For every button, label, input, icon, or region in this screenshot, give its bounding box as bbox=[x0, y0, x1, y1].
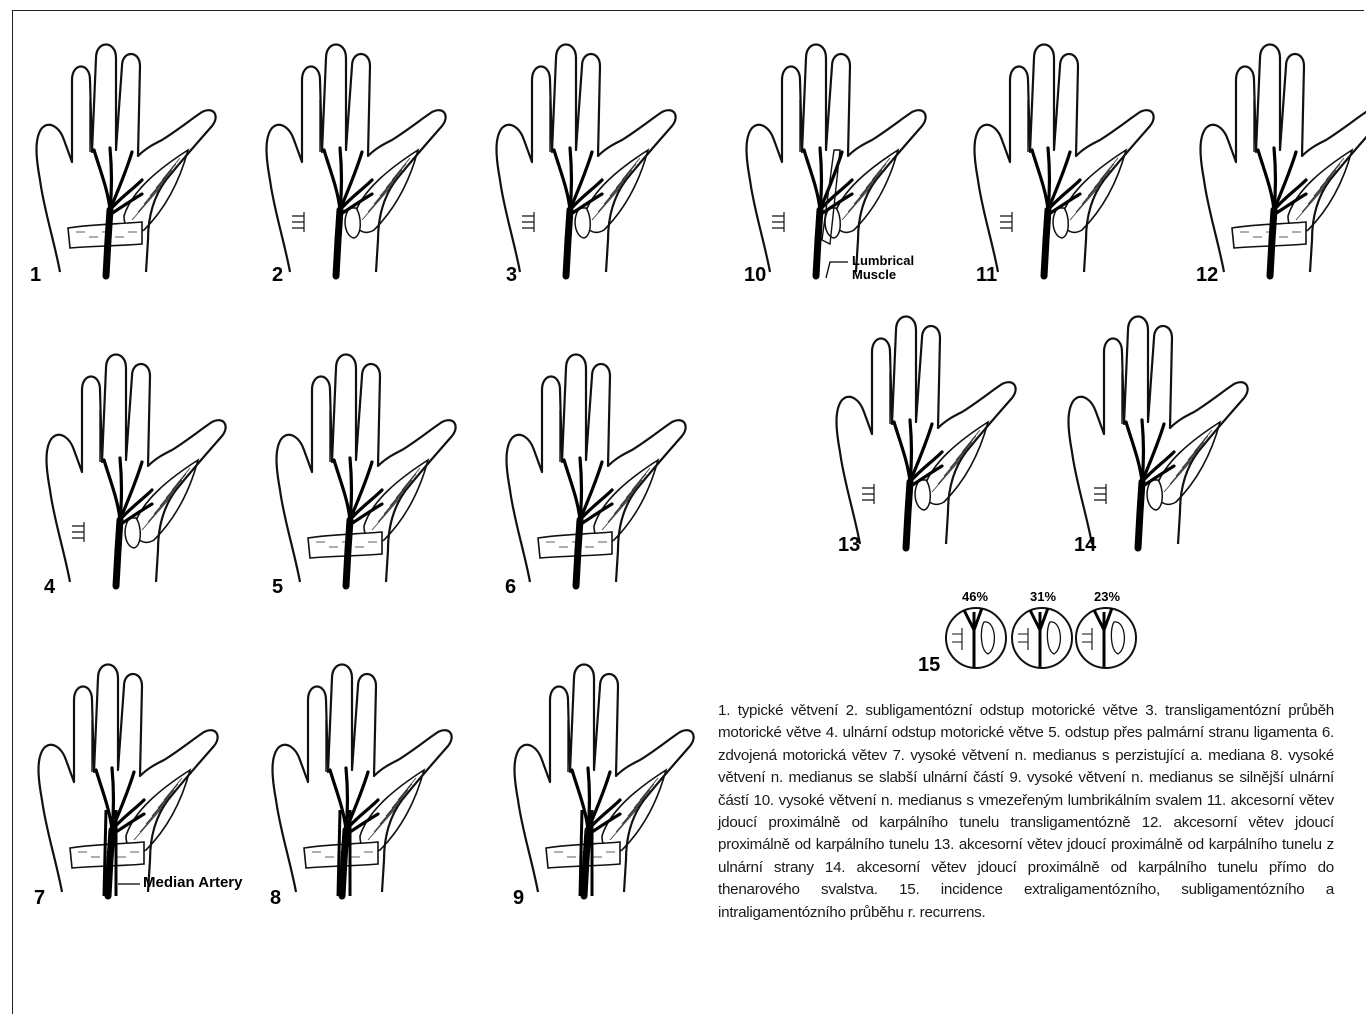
incidence-circle-3 bbox=[1076, 608, 1136, 668]
incidence-circle-1 bbox=[946, 608, 1006, 668]
incidence-circle-2 bbox=[1012, 608, 1072, 668]
